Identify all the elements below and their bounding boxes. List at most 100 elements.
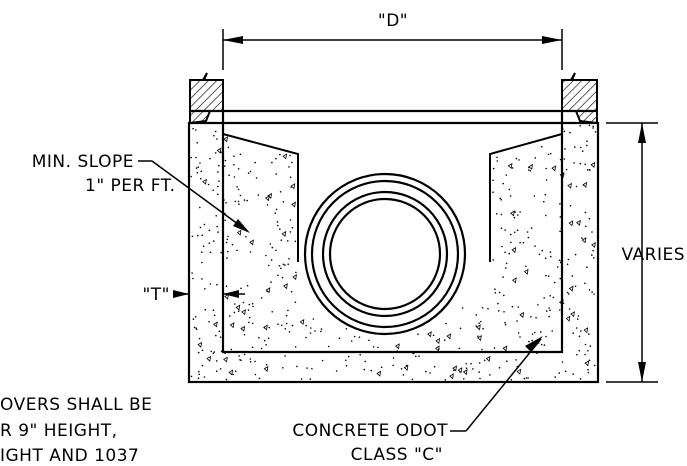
stipple-dot — [594, 131, 597, 133]
stipple-dot — [246, 199, 248, 202]
stipple-dot — [572, 332, 574, 334]
stipple-dot — [415, 355, 417, 358]
stipple-dot — [494, 292, 497, 294]
stipple-dot — [237, 310, 240, 313]
stipple-dot — [525, 265, 527, 268]
stipple-dot — [515, 359, 517, 361]
stipple-dot — [549, 152, 552, 155]
stipple-dot — [281, 276, 284, 279]
stipple-triangle — [427, 331, 432, 338]
stipple-dot — [478, 371, 481, 373]
stipple-triangle — [581, 237, 587, 244]
stipple-dot — [248, 316, 251, 319]
stipple-dot — [345, 359, 347, 362]
stipple-dot — [192, 127, 194, 130]
thickness-t-label: "T" — [142, 285, 170, 305]
stipple-dot — [345, 328, 348, 330]
stipple-dot — [267, 264, 270, 267]
stipple-dot — [587, 368, 589, 371]
stipple-dot — [444, 379, 447, 381]
stipple-dot — [593, 293, 595, 295]
stipple-triangle — [446, 333, 452, 340]
stipple-triangle — [511, 247, 517, 254]
min-slope-callout: MIN. SLOPE 1" PER FT. — [32, 152, 250, 233]
stipple-dot — [347, 355, 350, 358]
stipple-dot — [195, 328, 198, 331]
stipple-dot — [541, 145, 543, 148]
stipple-triangle — [567, 182, 572, 189]
stipple-dot — [505, 267, 507, 269]
stipple-dot — [196, 142, 199, 144]
stipple-dot — [509, 195, 512, 197]
stipple-dot — [215, 370, 218, 373]
stipple-triangle — [282, 153, 288, 160]
stipple-dot — [233, 176, 236, 178]
stipple-dot — [545, 310, 548, 312]
stipple-dot — [465, 363, 468, 365]
stipple-triangle — [507, 162, 513, 169]
stipple-dot — [592, 249, 594, 252]
stipple-triangle — [477, 335, 482, 342]
stipple-triangle — [576, 219, 581, 226]
stipple-dot — [280, 324, 283, 327]
stipple-dot — [502, 276, 504, 278]
stipple-dot — [195, 167, 198, 169]
stipple-triangle — [376, 370, 382, 377]
stipple-dot — [240, 287, 242, 290]
stipple-dot — [260, 297, 263, 299]
stipple-dot — [242, 301, 245, 304]
stipple-dot — [588, 359, 591, 362]
stipple-dot — [504, 323, 507, 326]
stipple-dot — [554, 376, 556, 378]
stipple-dot — [254, 373, 257, 376]
left-bench-slope — [222, 133, 299, 262]
stipple-triangle — [263, 324, 268, 331]
stipple-dot — [279, 153, 281, 156]
stipple-dot — [215, 334, 217, 337]
stipple-dot — [538, 253, 541, 256]
stipple-triangle — [528, 163, 533, 170]
stipple-dot — [584, 211, 587, 214]
note-line3: IGHT AND 1037 — [0, 446, 139, 466]
stipple-dot — [200, 170, 202, 173]
stipple-dot — [199, 226, 202, 229]
stipple-dot — [236, 249, 238, 252]
stipple-dot — [593, 364, 596, 367]
stipple-dot — [237, 168, 240, 170]
stipple-dot — [204, 288, 206, 290]
stipple-dot — [219, 336, 222, 339]
stipple-triangle — [516, 368, 522, 375]
stipple-dot — [578, 349, 581, 352]
stipple-dot — [559, 309, 561, 311]
stipple-dot — [251, 346, 254, 349]
pipe-outer-circle — [303, 172, 467, 336]
stipple-dot — [203, 223, 206, 226]
stipple-triangle — [263, 365, 269, 372]
stipple-triangle — [228, 369, 234, 376]
stipple-triangle — [584, 360, 590, 367]
stipple-dot — [217, 193, 219, 196]
stipple-dot — [585, 225, 587, 228]
stipple-dot — [278, 265, 281, 267]
stipple-dot — [263, 339, 266, 342]
stipple-dot — [190, 156, 192, 159]
stipple-dot — [575, 185, 578, 188]
stipple-dot — [492, 179, 494, 182]
stipple-dot — [245, 236, 247, 238]
stipple-dot — [257, 194, 260, 196]
right-bench-slope — [489, 133, 563, 262]
stipple-dot — [291, 161, 293, 164]
stipple-dot — [577, 315, 580, 317]
stipple-dot — [191, 272, 193, 274]
stipple-dot — [372, 346, 375, 348]
stipple-dot — [309, 332, 312, 334]
stipple-dot — [282, 367, 284, 369]
stipple-dot — [533, 195, 536, 197]
stipple-dot — [201, 234, 203, 236]
stipple-dot — [580, 330, 582, 332]
stipple-dot — [492, 191, 494, 193]
stipple-dot — [552, 296, 555, 299]
stipple-dot — [541, 249, 544, 252]
stipple-triangle — [403, 364, 409, 371]
